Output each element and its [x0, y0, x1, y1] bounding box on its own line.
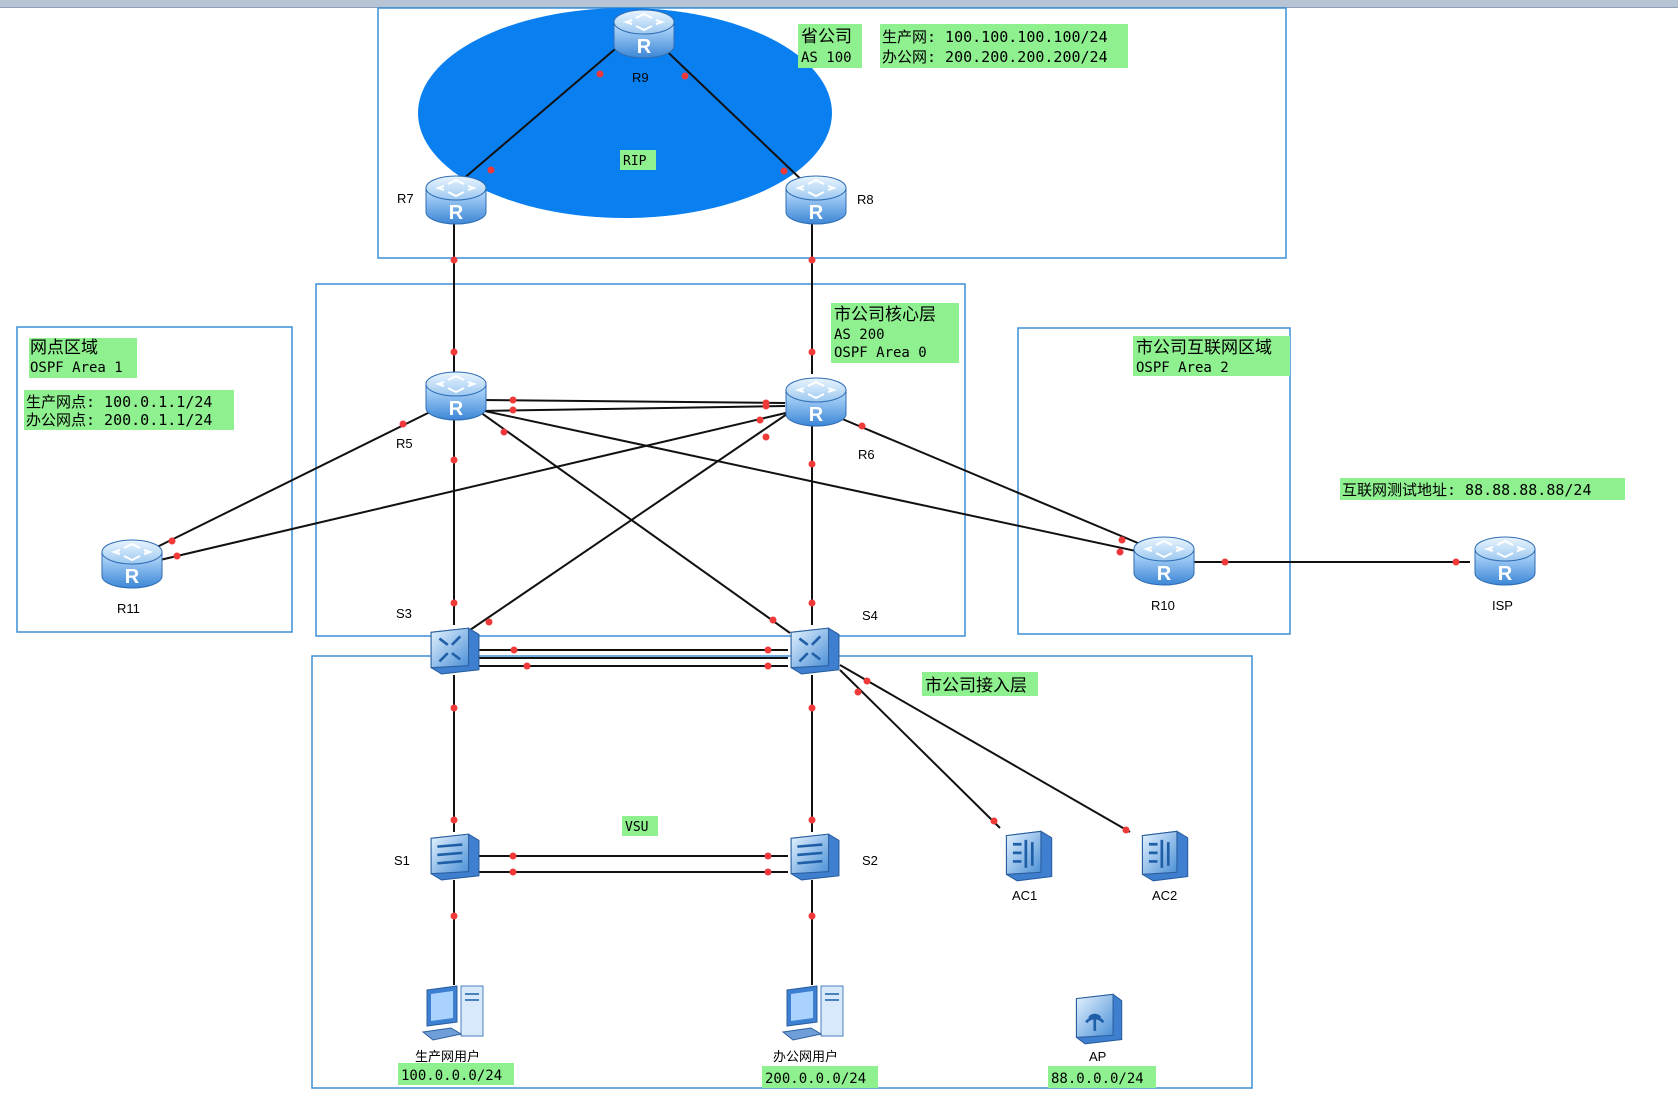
internet-test-addr: 互联网测试地址: 88.88.88.88/24	[1342, 481, 1592, 499]
internet-zone	[1017, 327, 1291, 635]
subnet-prod: 100.0.0.0/24	[401, 1068, 502, 1084]
link-r9-r8	[652, 37, 809, 187]
internet-ospf: OSPF Area 2	[1136, 360, 1229, 376]
province-zone	[377, 7, 1287, 259]
label-s2: S2	[862, 853, 878, 868]
access-title: 市公司接入层	[925, 676, 1027, 696]
subnet-ap: 88.0.0.0/24	[1051, 1071, 1144, 1087]
province-net-office: 办公网: 200.200.200.200/24	[882, 48, 1108, 66]
label-isp: ISP	[1492, 598, 1513, 613]
province-title: 省公司	[801, 27, 852, 47]
province-as: AS 100	[801, 50, 852, 66]
link-s4-ac2	[839, 664, 1131, 833]
label-ap: AP	[1089, 1049, 1106, 1064]
label-r10: R10	[1151, 598, 1175, 613]
ac-icon-ac2[interactable]	[1141, 829, 1190, 883]
ac-icon-ac1[interactable]	[1005, 829, 1054, 883]
label-s4: S4	[862, 608, 878, 623]
link-r9-r7	[454, 37, 629, 187]
core-zone	[315, 283, 966, 637]
label-r7: R7	[397, 191, 414, 206]
router-icon-r7[interactable]	[425, 175, 487, 225]
label-r6: R6	[858, 447, 875, 462]
label-backgrounds	[24, 24, 1625, 1088]
branch-ospf: OSPF Area 1	[30, 360, 123, 376]
label-r8: R8	[857, 192, 874, 207]
router-icon-r6[interactable]	[785, 377, 847, 427]
core-as: AS 200	[834, 327, 885, 343]
link-r5-r11	[154, 411, 431, 549]
branch-title: 网点区域	[30, 338, 98, 358]
switch-icon-s2[interactable]	[789, 832, 841, 882]
branch-net-office: 办公网点: 200.0.1.1/24	[26, 411, 212, 429]
router-icon-r9[interactable]	[613, 9, 675, 59]
link-r6-r11	[159, 411, 791, 561]
core-title: 市公司核心层	[834, 305, 936, 325]
ap-icon[interactable]	[1075, 992, 1124, 1046]
label-pc-prod: 生产网用户	[415, 1049, 480, 1064]
subnet-office: 200.0.0.0/24	[765, 1071, 866, 1087]
link-s4-ac1	[839, 669, 1001, 829]
link-r5-s4	[479, 411, 791, 634]
core-ospf: OSPF Area 0	[834, 345, 927, 361]
label-pc-office: 办公网用户	[773, 1049, 838, 1064]
router-icon-r8[interactable]	[785, 175, 847, 225]
pc-icon-prod[interactable]	[421, 984, 485, 1042]
link-r5-r6-a	[479, 399, 786, 404]
router-icon-r11[interactable]	[101, 539, 163, 589]
l3-switch-icon-s4[interactable]	[789, 626, 841, 676]
router-icon-r10[interactable]	[1133, 536, 1195, 586]
switch-icon-s1[interactable]	[429, 832, 481, 882]
rip-label: RIP	[623, 154, 647, 169]
label-s3: S3	[396, 606, 412, 621]
vsu-label: VSU	[625, 820, 648, 835]
label-s1: S1	[394, 853, 410, 868]
province-net-prod: 生产网: 100.100.100.100/24	[882, 28, 1108, 46]
router-icon-r5[interactable]	[425, 371, 487, 421]
link-r6-s3	[469, 411, 791, 631]
port-markers	[168, 70, 1460, 920]
pc-icon-office[interactable]	[781, 984, 845, 1042]
label-r9: R9	[632, 70, 649, 85]
label-r11: R11	[117, 601, 140, 616]
router-icon-isp[interactable]	[1474, 536, 1536, 586]
branch-net-prod: 生产网点: 100.0.1.1/24	[26, 393, 212, 411]
label-ac2: AC2	[1152, 888, 1177, 903]
internet-title: 市公司互联网区域	[1136, 338, 1272, 358]
l3-switch-icon-s3[interactable]	[429, 626, 481, 676]
link-r6-r10	[839, 417, 1146, 547]
label-r5: R5	[396, 436, 413, 451]
link-r5-r6-b	[479, 405, 786, 412]
rip-ellipse	[418, 8, 832, 218]
label-ac1: AC1	[1012, 888, 1037, 903]
